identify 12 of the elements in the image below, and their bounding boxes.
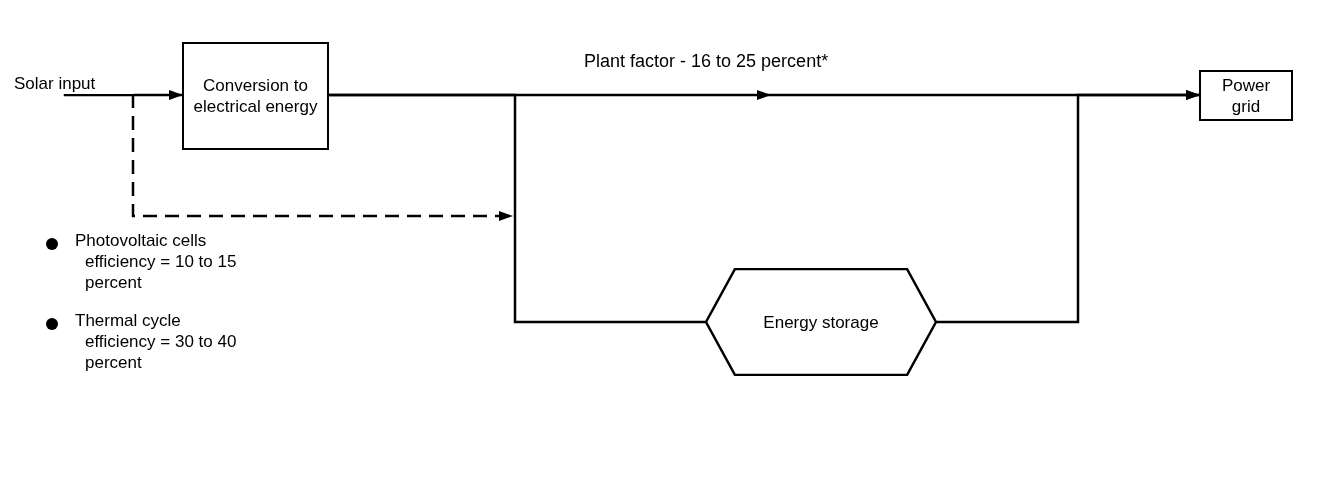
efficiency-note: Thermal cycle efficiency = 30 to 40 percent (75, 310, 238, 373)
node-text: Solar input (13, 72, 97, 94)
connector-line (329, 93, 705, 324)
connector-line (63, 90, 183, 100)
process-box (182, 42, 329, 150)
node-text: Power grid (1220, 74, 1272, 117)
node-text: Energy storage (762, 311, 880, 333)
efficiency-note: Photovoltaic cells efficiency = 10 to 15 percent (75, 230, 238, 293)
connector-line (937, 90, 1200, 324)
process-box (1199, 70, 1293, 121)
node-text: Conversion to electrical energy (192, 75, 319, 117)
dashed-arrow (131, 94, 513, 221)
